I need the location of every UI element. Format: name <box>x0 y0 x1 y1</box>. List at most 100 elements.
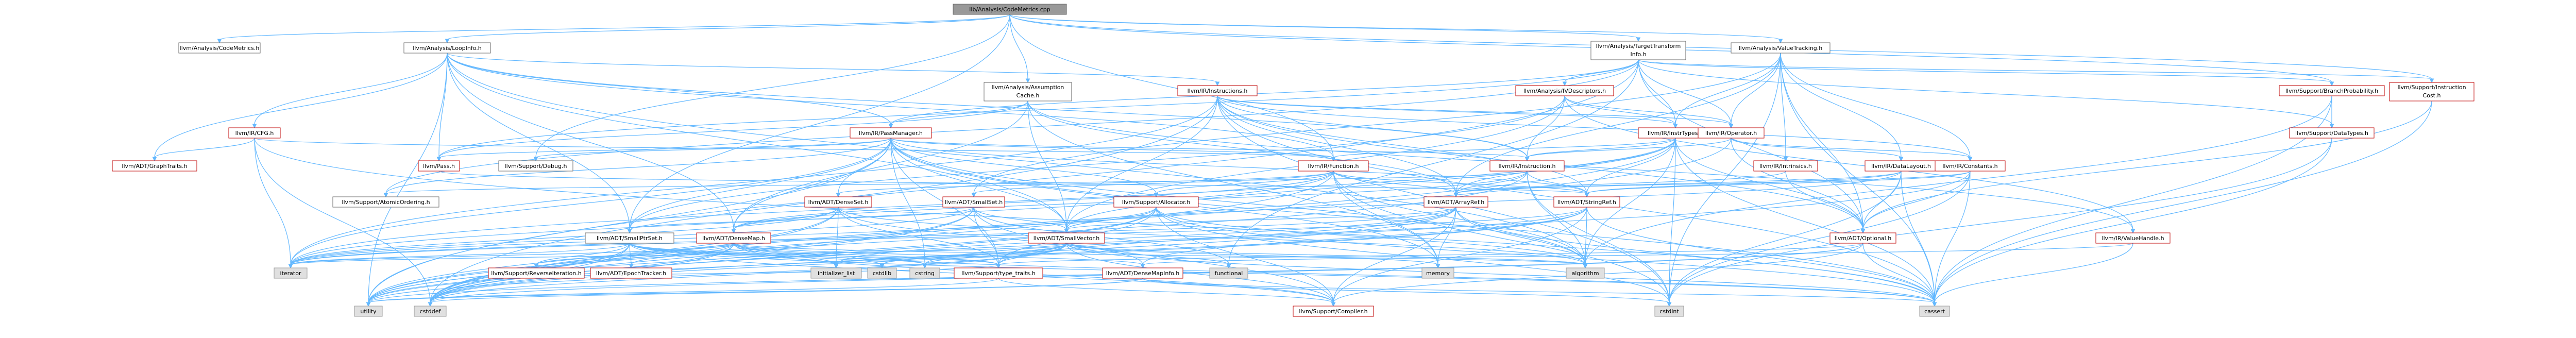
edge-ivdesc-to-valuehandle <box>1564 95 2136 234</box>
node-valuetracking[interactable]: llvm/Analysis/ValueTracking.h <box>1731 42 1831 54</box>
node-cfg[interactable]: llvm/IR/CFG.h <box>228 127 281 139</box>
node-label-insttypes: llvm/IR/InstrTypes.h <box>1648 130 1703 137</box>
edge-densemapinfo-to-cstdint <box>1142 278 1672 307</box>
node-cm_h[interactable]: llvm/Analysis/CodeMetrics.h <box>178 42 261 54</box>
edge-root-to-instcost_l1 <box>1009 14 2434 83</box>
node-debug[interactable]: llvm/Support/Debug.h <box>498 160 573 172</box>
node-label-branchprob: llvm/Support/BranchProbability.h <box>2285 88 2378 94</box>
node-memory: memory <box>1421 267 1454 279</box>
node-function[interactable]: llvm/IR/Function.h <box>1298 160 1369 172</box>
node-stringref[interactable]: llvm/ADT/StringRef.h <box>1553 196 1620 208</box>
node-denseset[interactable]: llvm/ADT/DenseSet.h <box>804 196 872 208</box>
edge-ac_l1-to-pass <box>436 100 1028 162</box>
node-label-pass: llvm/Pass.h <box>423 163 455 170</box>
node-label-cstddef: cstddef <box>420 308 442 315</box>
edge-tti_l1-to-instcost_l1 <box>1638 59 2434 83</box>
node-atomicordering[interactable]: llvm/Support/AtomicOrdering.h <box>332 196 439 208</box>
node-smallptrset[interactable]: llvm/ADT/SmallPtrSet.h <box>585 232 674 244</box>
node-smallvector[interactable]: llvm/ADT/SmallVector.h <box>1028 232 1105 244</box>
node-label-functional: functional <box>1215 270 1243 277</box>
node-label-memory: memory <box>1426 270 1450 277</box>
edge-tti_l1-to-ivdesc <box>1562 59 1639 87</box>
node-label-instructions: llvm/IR/Instructions.h <box>1188 88 1248 94</box>
edge-typetraits-to-compiler <box>998 278 1336 307</box>
node-cstdlib: cstdlib <box>867 267 897 279</box>
node-cstdint: cstdint <box>1654 306 1684 317</box>
edge-passmanager-to-debug <box>533 138 891 162</box>
node-instructions[interactable]: llvm/IR/Instructions.h <box>1177 85 1258 96</box>
node-label-passmanager: llvm/IR/PassManager.h <box>859 130 923 137</box>
edge-smallvector-to-functional <box>1066 243 1231 269</box>
edge-loopinfo-to-pass <box>436 53 448 162</box>
edge-ivdesc-to-insttypes <box>1564 95 1678 129</box>
node-operator[interactable]: llvm/IR/Operator.h <box>1698 127 1765 139</box>
node-label-debug: llvm/Support/Debug.h <box>505 163 567 170</box>
node-ivdesc[interactable]: llvm/Analysis/IVDescriptors.h <box>1515 85 1614 96</box>
node-label-instcost_l2: Cost.h <box>2423 92 2441 99</box>
node-label-valuehandle: llvm/IR/ValueHandle.h <box>2102 235 2164 242</box>
node-initlist: initializer_list <box>810 267 862 279</box>
edge-instructions-to-insttypes <box>1217 95 1678 129</box>
edge-smallset-to-smallptrset <box>627 207 974 234</box>
edge-passmanager-to-atomicordering <box>383 138 891 198</box>
node-label-ivdesc: llvm/Analysis/IVDescriptors.h <box>1523 88 1606 94</box>
node-datalayout[interactable]: llvm/IR/DataLayout.h <box>1865 160 1938 172</box>
edge-valuetracking-to-intrinsics <box>1780 53 1788 162</box>
node-label-smallset: llvm/ADT/SmallSet.h <box>945 199 1003 206</box>
node-compiler[interactable]: llvm/Support/Compiler.h <box>1293 306 1374 317</box>
edge-ivdesc-to-instruction <box>1524 95 1565 162</box>
node-densemapinfo[interactable]: llvm/ADT/DenseMapInfo.h <box>1102 267 1183 279</box>
node-smallset[interactable]: llvm/ADT/SmallSet.h <box>942 196 1005 208</box>
edge-valuehandle-to-densemapinfo <box>1140 243 2133 269</box>
node-label-denseset: llvm/ADT/DenseSet.h <box>808 199 869 206</box>
node-epoch[interactable]: llvm/ADT/EpochTracker.h <box>590 267 672 279</box>
node-allocator[interactable]: llvm/Support/Allocator.h <box>1113 196 1199 208</box>
edge-constants-to-optional <box>1860 171 1971 234</box>
node-label-loopinfo: llvm/Analysis/LoopInfo.h <box>413 45 482 52</box>
node-arrayref[interactable]: llvm/ADT/ArrayRef.h <box>1423 196 1488 208</box>
node-intrinsics[interactable]: llvm/IR/Intrinsics.h <box>1753 160 1818 172</box>
edge-operator-to-constants <box>1731 138 1973 162</box>
node-label-densemapinfo: llvm/ADT/DenseMapInfo.h <box>1106 270 1180 277</box>
node-pass[interactable]: llvm/Pass.h <box>418 160 460 172</box>
node-instruction[interactable]: llvm/IR/Instruction.h <box>1489 160 1565 172</box>
edge-insttypes-to-function <box>1331 138 1676 162</box>
node-valuehandle[interactable]: llvm/IR/ValueHandle.h <box>2095 232 2171 244</box>
node-algorithm: algorithm <box>1566 267 1605 279</box>
edge-smallvector-to-algorithm <box>1066 243 1588 269</box>
node-label-smallvector: llvm/ADT/SmallVector.h <box>1033 235 1100 242</box>
node-label-typetraits: llvm/Support/type_traits.h <box>961 270 1035 277</box>
edge-arrayref-to-smallvector <box>1064 207 1456 234</box>
node-datatypes[interactable]: llvm/Support/DataTypes.h <box>2289 127 2375 139</box>
edge-root-to-ac_l1 <box>1009 14 1030 83</box>
edge-optional-to-cassert <box>1862 243 1937 307</box>
edge-instruction-to-stringref <box>1527 171 1589 198</box>
node-label-epoch: llvm/ADT/EpochTracker.h <box>596 270 666 277</box>
node-label-cstring: cstring <box>915 270 935 277</box>
node-optional[interactable]: llvm/ADT/Optional.h <box>1829 232 1896 244</box>
node-typetraits[interactable]: llvm/Support/type_traits.h <box>954 267 1043 279</box>
node-label-atomicordering: llvm/Support/AtomicOrdering.h <box>342 199 430 206</box>
node-densemap[interactable]: llvm/ADT/DenseMap.h <box>696 232 771 244</box>
node-constants[interactable]: llvm/IR/Constants.h <box>1935 160 2006 172</box>
node-label-valuetracking: llvm/Analysis/ValueTracking.h <box>1739 45 1823 52</box>
node-insttypes[interactable]: llvm/IR/InstrTypes.h <box>1638 127 1713 139</box>
node-label-cstdint: cstdint <box>1659 308 1679 315</box>
node-reversei[interactable]: llvm/Support/ReverseIteration.h <box>488 267 585 279</box>
edge-cfg-to-cstddef <box>254 138 433 307</box>
node-label-iterator: iterator <box>280 270 301 277</box>
node-label-datatypes: llvm/Support/DataTypes.h <box>2295 130 2368 137</box>
node-loopinfo[interactable]: llvm/Analysis/LoopInfo.h <box>403 42 491 54</box>
node-label-constants: llvm/IR/Constants.h <box>1942 163 1997 170</box>
node-cstring: cstring <box>909 267 940 279</box>
node-graphtraits[interactable]: llvm/ADT/GraphTraits.h <box>112 160 197 172</box>
edge-constants-to-stringref <box>1584 171 1971 198</box>
edge-operator-to-instruction <box>1524 138 1732 162</box>
node-branchprob[interactable]: llvm/Support/BranchProbability.h <box>2279 85 2385 96</box>
node-passmanager[interactable]: llvm/IR/PassManager.h <box>850 127 932 139</box>
edge-densemapinfo-to-utility <box>366 278 1143 307</box>
node-label-smallptrset: llvm/ADT/SmallPtrSet.h <box>597 235 663 242</box>
